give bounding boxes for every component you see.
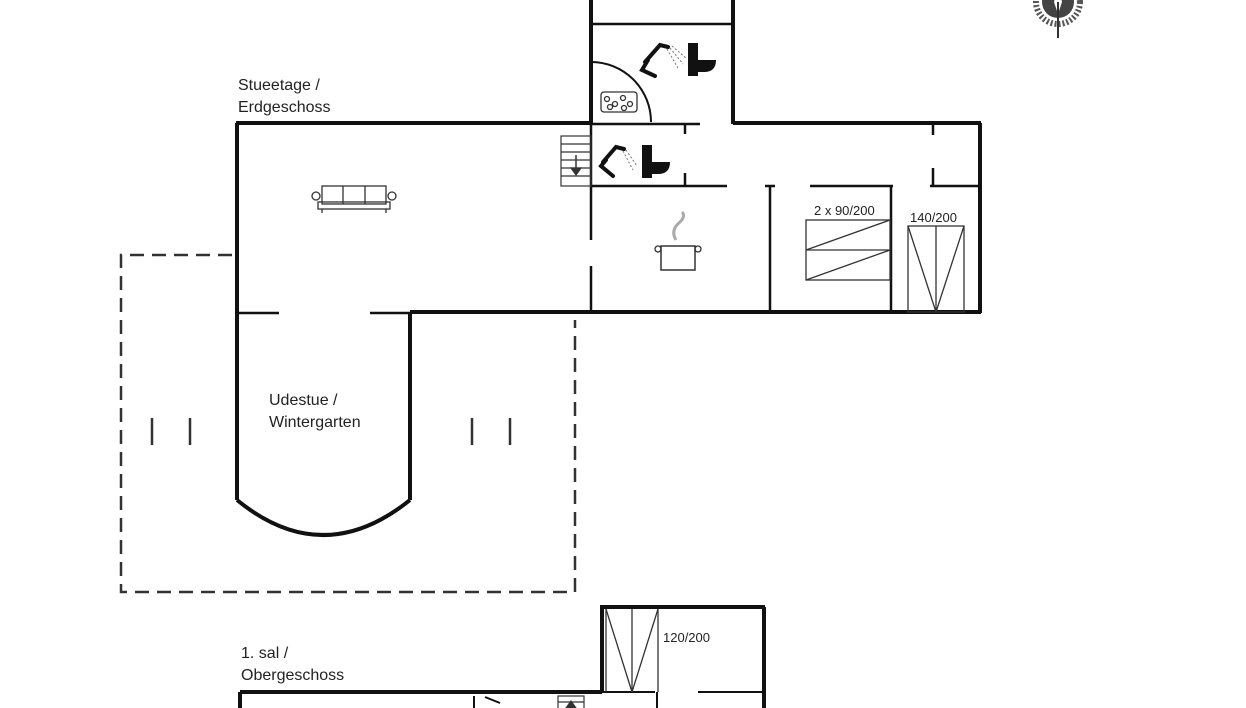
room-label-line2: Wintergarten (269, 414, 361, 431)
floor-label-ground: Stueetage / Erdgeschoss (238, 75, 331, 119)
stairs-icon (560, 135, 592, 187)
room-label-conservatory: Udestue / Wintergarten (269, 390, 361, 434)
compass-rose-icon (1033, 0, 1083, 38)
whirlpool-icon (600, 91, 638, 113)
bed-icon (605, 608, 659, 693)
ground-floor-walls (235, 0, 982, 537)
upper-interior-walls (473, 691, 764, 708)
sofa-icon (311, 185, 397, 213)
room-label-line1: Udestue / (269, 392, 338, 409)
stairs-icon (557, 695, 585, 708)
bed-size-upper: 120/200 (663, 630, 710, 645)
toilet-icon (642, 145, 670, 178)
floor-label-line1: 1. sal / (241, 645, 289, 662)
floor-label-line2: Obergeschoss (241, 667, 345, 684)
cooking-pot-icon (654, 210, 702, 271)
interior-walls (237, 22, 981, 315)
toilet-icon (688, 43, 716, 76)
bed-icon (805, 219, 891, 281)
floor-label-line1: Stueetage / (238, 77, 320, 94)
bed-size-twin: 2 x 90/200 (814, 203, 875, 218)
terrace-marks (150, 418, 512, 445)
shower-icon (639, 42, 687, 78)
terrace-outline (119, 253, 577, 594)
bed-size-double: 140/200 (910, 210, 957, 225)
floor-label-upper: 1. sal / Obergeschoss (241, 643, 344, 687)
floor-label-line2: Erdgeschoss (238, 99, 331, 116)
bed-icon (907, 225, 965, 313)
shower-icon (598, 144, 638, 178)
